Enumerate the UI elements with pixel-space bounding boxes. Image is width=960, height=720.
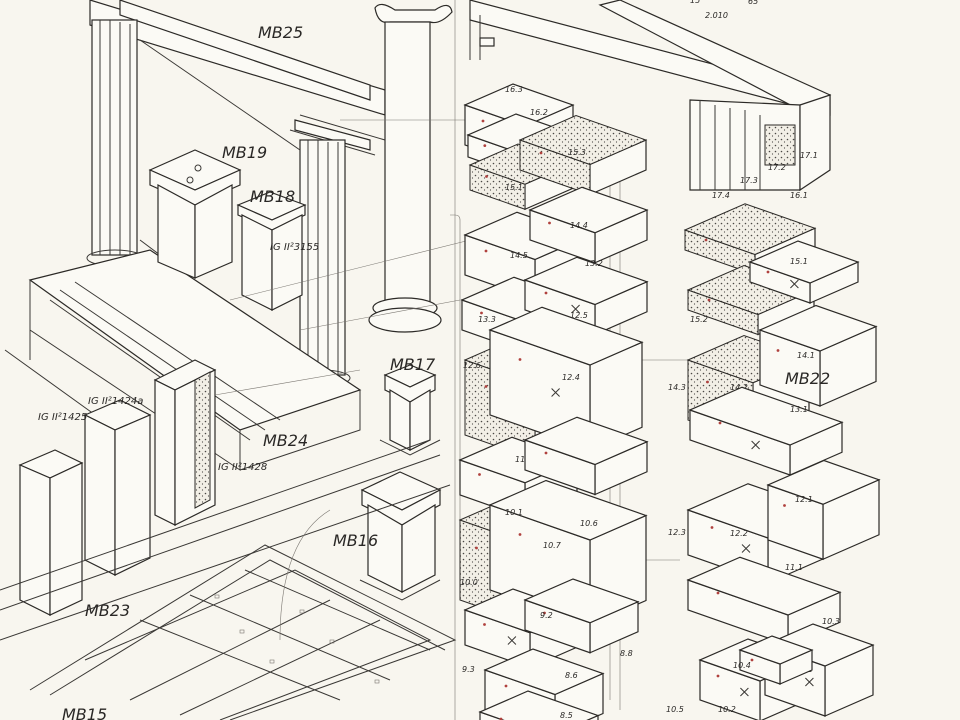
pedestal-mb17 bbox=[379, 364, 441, 456]
block-label-b86: 8.6 bbox=[565, 671, 578, 680]
block-label-b106: 10.6 bbox=[580, 519, 598, 528]
stone-block-15.2: 15.2 bbox=[686, 264, 816, 336]
block-label-b172: 17.2 bbox=[768, 163, 786, 172]
stone-block-12.5: 12.5 bbox=[523, 311, 649, 496]
pedestal-mb16 bbox=[359, 471, 442, 601]
block-label-b85: 8.5 bbox=[560, 711, 573, 720]
exploded-blocks: 16.3 16.2 15.1 15.3 14.5 14.4 13.3 13.2 12.6 12.4… bbox=[458, 83, 881, 720]
block-label-b93: 9.3 bbox=[462, 665, 475, 674]
block-label-b111: 11.1 bbox=[785, 563, 803, 572]
block-label-b92: 9.2 bbox=[540, 611, 553, 620]
floor-slabs-mb23 bbox=[0, 439, 457, 720]
stone-block-15.3: 15.3 bbox=[518, 114, 648, 196]
stone-block-14.4: 14.4 bbox=[528, 186, 649, 264]
label-ig1424a: IG II²1424a bbox=[88, 396, 143, 407]
block-label-b162: 16.2 bbox=[530, 108, 548, 117]
stone-block-8.5: 8.5 bbox=[478, 690, 600, 720]
labels: MB25 MB19 MB18 IG II²3155 MB17 MB24 IG I… bbox=[38, 0, 830, 720]
block-label-b174: 17.4 bbox=[712, 191, 730, 200]
label-mb18: MB18 bbox=[250, 187, 295, 206]
label-mb22: MB22 bbox=[785, 369, 830, 388]
stone-block-15.1: 15.1 bbox=[748, 240, 860, 304]
block-label-b173: 17.3 bbox=[740, 176, 758, 185]
pedestal-mb18 bbox=[236, 191, 307, 311]
label-mb24: MB24 bbox=[263, 431, 308, 450]
block-label-b112: 11.2 bbox=[515, 455, 533, 464]
label-ig1425: IG II²1425 bbox=[38, 412, 87, 423]
right-page-top-beams bbox=[469, 0, 832, 192]
block-label-b122: 12.2 bbox=[730, 529, 748, 538]
block-label-b152: 15.2 bbox=[690, 315, 708, 324]
block-label-b133: 13.3 bbox=[478, 315, 496, 324]
ionic-column bbox=[368, 3, 453, 333]
block-label-b121: 12.1 bbox=[795, 495, 813, 504]
block-label-b163: 16.3 bbox=[505, 85, 523, 94]
label-top-2010: 2.010 bbox=[705, 11, 728, 20]
block-label-b100: 10.0 bbox=[460, 578, 478, 587]
label-mb25: MB25 bbox=[258, 23, 303, 42]
block-label-b1521: 15.1 bbox=[790, 257, 808, 266]
block-label-b141: 14.1 bbox=[797, 351, 815, 360]
block-label-b124: 12.4 bbox=[562, 373, 580, 382]
label-top-65: 65 bbox=[748, 0, 758, 6]
stone-block-12.1: 12.1 bbox=[766, 459, 881, 561]
block-label-b132: 13.2 bbox=[585, 259, 603, 268]
block-label-b153: 15.3 bbox=[568, 148, 586, 157]
block-label-b144: 14.4 bbox=[570, 221, 588, 230]
stone-block-9.2: 9.2 bbox=[523, 578, 640, 654]
block-label-b101: 10.1 bbox=[505, 508, 523, 517]
block-label-b171: 17.1 bbox=[800, 151, 818, 160]
block-label-b104: 10.4 bbox=[733, 661, 751, 670]
block-label-b123: 12.3 bbox=[668, 528, 686, 537]
label-mb23: MB23 bbox=[85, 601, 130, 620]
label-mb15: MB15 bbox=[62, 705, 107, 720]
label-ig3155: IG II²3155 bbox=[270, 242, 319, 253]
monument-mb25 bbox=[4, 0, 386, 471]
label-mb19: MB19 bbox=[222, 143, 267, 162]
block-label-b125: 12.5 bbox=[570, 311, 588, 320]
pedestal-mb19 bbox=[148, 149, 242, 279]
label-top-15: 15 bbox=[690, 0, 700, 5]
block-label-b142: 14.2 bbox=[730, 383, 748, 392]
stone-block-12.4: 12.4 bbox=[488, 306, 644, 451]
block-label-b131: 13.1 bbox=[790, 405, 808, 414]
block-label-b161: 16.1 bbox=[790, 191, 808, 200]
label-mb16: MB16 bbox=[333, 531, 378, 550]
block-label-b126: 12.6 bbox=[463, 361, 481, 370]
label-mb17: MB17 bbox=[390, 355, 436, 374]
stelae-group bbox=[18, 359, 217, 616]
block-label-b88: 8.8 bbox=[620, 649, 633, 658]
label-ig1428: IG II²1428 bbox=[218, 462, 267, 473]
block-label-b145: 14.5 bbox=[510, 251, 528, 260]
block-label-b103: 10.3 bbox=[822, 617, 840, 626]
stone-block-14.1: 14.1 bbox=[758, 304, 878, 407]
block-label-b102: 10.2 bbox=[718, 705, 736, 714]
stone-block-10.4: 10.4 bbox=[733, 635, 814, 685]
block-label-b143: 14.3 bbox=[668, 383, 686, 392]
block-label-b105: 10.5 bbox=[666, 705, 684, 714]
stone-block-13.1: 13.1 bbox=[688, 386, 844, 476]
block-label-b107: 10.7 bbox=[543, 541, 562, 550]
block-label-b151: 15.1 bbox=[505, 183, 523, 192]
